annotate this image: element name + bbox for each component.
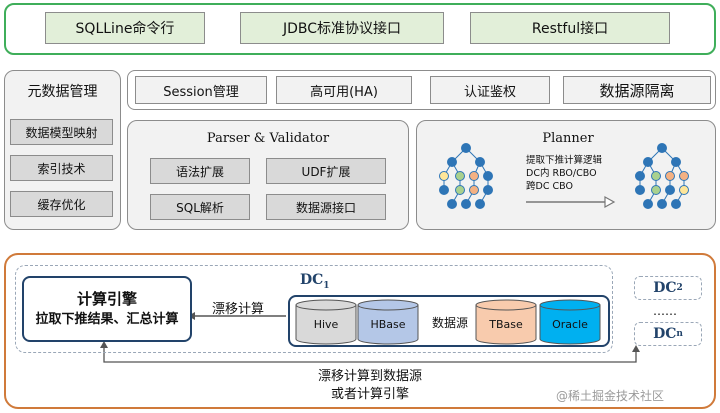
compute-engine-title: 计算引擎: [76, 290, 137, 308]
drift-compute-label: 漂移计算: [211, 301, 264, 317]
plan-tree-node: [469, 185, 479, 195]
compute-engine-subtitle: 拉取下推结果、汇总计算: [35, 312, 179, 327]
datasource-name: Oracle: [552, 318, 588, 331]
plan-tree-node: [483, 185, 493, 195]
plan-tree-node: [455, 171, 465, 181]
plan-tree-node: [447, 199, 457, 209]
parser-validator-title: Parser & Validator: [206, 130, 330, 146]
plan-tree-node: [657, 143, 667, 153]
plan-tree-node: [469, 171, 479, 181]
plan-tree-node: [461, 199, 471, 209]
datasource-cylinder-top: [539, 299, 601, 311]
plan-tree-node: [455, 185, 465, 195]
datasource-cylinder-hbase: [357, 304, 419, 345]
plan-tree-node: [643, 199, 653, 209]
more-dc-dots: ……: [653, 304, 677, 318]
metadata-title: 元数据管理: [27, 84, 98, 100]
datasource-name: TBase: [488, 318, 523, 331]
udf-extension-box: UDF扩展: [266, 158, 386, 184]
data-model-mapping-box: 数据模型映射: [10, 119, 113, 145]
datasource-interface-box: 数据源接口: [266, 194, 386, 220]
datasource-cylinder-tbase: [475, 304, 537, 345]
plan-tree-node: [679, 171, 689, 181]
sql-parse-box: SQL解析: [150, 194, 250, 220]
index-tech-box: 索引技术: [10, 155, 113, 181]
datasource-label: 数据源: [431, 315, 468, 330]
datasource-name: Hive: [314, 318, 339, 331]
plan-tree-node: [651, 185, 661, 195]
drift-loop-head-right: [632, 345, 640, 352]
datasource-cylinder-hive: [295, 304, 357, 345]
plan-tree-node: [635, 185, 645, 195]
plan-tree-node: [439, 185, 449, 195]
sqlline-cli-box: SQLLine命令行: [45, 12, 205, 44]
drift-caption-line2: 或者计算引擎: [330, 387, 409, 402]
plan-tree-node: [671, 157, 681, 167]
interface-layer: [4, 3, 716, 55]
planner-line-rbo-cbo: DC内 RBO/CBO: [526, 168, 597, 179]
services-row: [127, 70, 716, 110]
drift-loop-head-left: [100, 341, 108, 348]
datasource-isolation-box: 数据源隔离: [563, 76, 711, 104]
plan-tree-node: [447, 157, 457, 167]
planner-line-cross-dc: 跨DC CBO: [526, 181, 573, 192]
drift-caption: 漂移计算到数据源 或者计算引擎: [280, 368, 460, 404]
watermark-text: @稀土掘金技术社区: [556, 388, 665, 403]
datasource-cylinder-top: [295, 299, 357, 311]
planner-arrow-head: [604, 195, 616, 209]
plan-tree-node: [483, 171, 493, 181]
plan-tree-node: [475, 199, 485, 209]
dc1-label: DC1: [300, 272, 330, 291]
datasource-name: HBase: [370, 318, 405, 331]
compute-layer: [4, 253, 716, 409]
syntax-extension-box: 语法扩展: [150, 158, 250, 184]
jdbc-interface-box: JDBC标准协议接口: [240, 12, 444, 44]
plan-tree-before: [439, 143, 493, 209]
cache-optimization-box: 缓存优化: [10, 191, 113, 217]
planner-line-pushdown: 提取下推计算逻辑: [526, 155, 603, 166]
compute-dashed-region: [15, 265, 613, 353]
plan-tree-node: [665, 171, 675, 181]
high-availability-box: 高可用(HA): [276, 76, 412, 104]
plan-tree-node: [475, 157, 485, 167]
plan-tree-node: [657, 199, 667, 209]
drift-loop-arrow: [103, 346, 637, 363]
plan-tree-node: [635, 171, 645, 181]
restful-interface-box: Restful接口: [470, 12, 670, 44]
datasource-cylinder-top: [357, 299, 419, 311]
plan-tree-node: [439, 171, 449, 181]
drift-caption-line1: 漂移计算到数据源: [317, 369, 422, 384]
plan-tree-node: [665, 185, 675, 195]
plan-tree-node: [461, 143, 471, 153]
plan-tree-node: [679, 185, 689, 195]
datasource-cylinder-top: [475, 299, 537, 311]
auth-box: 认证鉴权: [430, 76, 550, 104]
plan-tree-node: [671, 199, 681, 209]
planner-title: Planner: [542, 130, 594, 146]
plan-tree-node: [651, 171, 661, 181]
session-management-box: Session管理: [135, 76, 267, 104]
plan-tree-after: [635, 143, 689, 209]
datasource-cylinder-oracle: [539, 304, 601, 345]
planner-description: 提取下推计算逻辑 DC内 RBO/CBO 跨DC CBO: [526, 154, 636, 193]
plan-tree-node: [643, 157, 653, 167]
compute-engine-box: 计算引擎 拉取下推结果、汇总计算: [22, 276, 192, 342]
